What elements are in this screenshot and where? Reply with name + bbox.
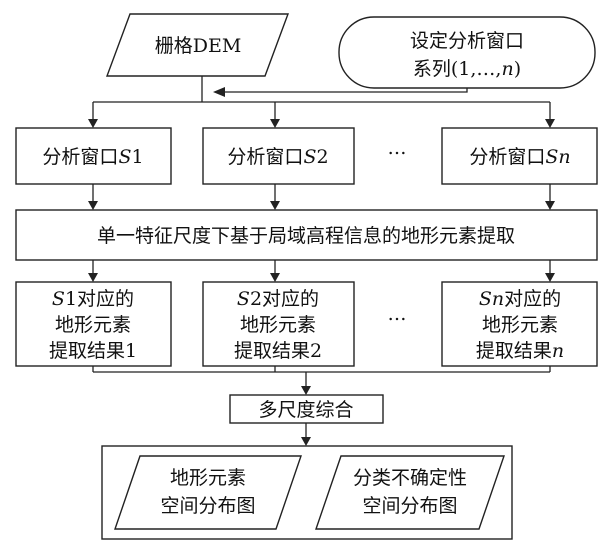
result-1-line1: S1对应的 [52, 288, 134, 310]
arrowhead-window-n [545, 119, 555, 128]
connector-series-to-merge [225, 88, 468, 93]
extraction-step-label: 单一特征尺度下基于局域高程信息的地形元素提取 [97, 225, 515, 247]
window-series-line1: 设定分析窗口 [410, 30, 524, 52]
analysis-window-2-label: 分析窗口S2 [227, 146, 328, 168]
output-1-line2: 空间分布图 [160, 495, 255, 517]
result-n-line3: 提取结果n [476, 340, 564, 362]
arrowhead-window-1 [88, 119, 98, 128]
arrowhead-extract-n [545, 201, 555, 210]
input-dem-label: 栅格DEM [155, 35, 242, 57]
arrowhead-synthesis [301, 386, 311, 395]
result-2-line2: 地形元素 [240, 314, 316, 336]
analysis-window-2-box [202, 127, 355, 185]
result-n-line2: 地形元素 [482, 314, 558, 336]
analysis-window-n-box [441, 127, 598, 185]
arrowhead-extract-1 [88, 201, 98, 210]
ellipsis-results: … [388, 303, 407, 325]
arrowhead-result-2 [270, 273, 280, 282]
result-1-line3: 提取结果1 [49, 340, 137, 362]
result-n-box [441, 281, 598, 367]
synthesis-box [229, 394, 384, 424]
window-series-line2: 系列(1,…,n) [413, 58, 521, 80]
result-1-line2: 地形元素 [55, 314, 131, 336]
output-2-line2: 空间分布图 [362, 495, 457, 517]
ellipsis-windows: … [388, 137, 407, 159]
extraction-step-box [15, 209, 598, 261]
arrowhead-series [213, 87, 225, 97]
result-n-line1: Sn对应的 [479, 288, 561, 310]
analysis-window-n-label: 分析窗口Sn [469, 146, 570, 168]
arrowhead-outputs [301, 437, 311, 446]
output-2-shape [315, 455, 505, 530]
arrowhead-window-2 [270, 119, 280, 128]
result-2-box [202, 281, 355, 367]
arrowhead-result-n [545, 273, 555, 282]
result-2-line3: 提取结果2 [234, 340, 322, 362]
result-2-line1: S2对应的 [237, 288, 319, 310]
output-1-shape [114, 455, 302, 530]
analysis-window-1-box [15, 127, 172, 185]
result-1-box [15, 281, 172, 367]
analysis-window-1-label: 分析窗口S1 [42, 146, 143, 168]
output-1-line1: 地形元素 [170, 467, 246, 489]
arrowhead-result-1 [88, 273, 98, 282]
input-dem-shape [105, 13, 290, 77]
arrowhead-extract-2 [270, 201, 280, 210]
synthesis-label: 多尺度综合 [258, 399, 353, 421]
output-2-line1: 分类不确定性 [353, 467, 467, 489]
